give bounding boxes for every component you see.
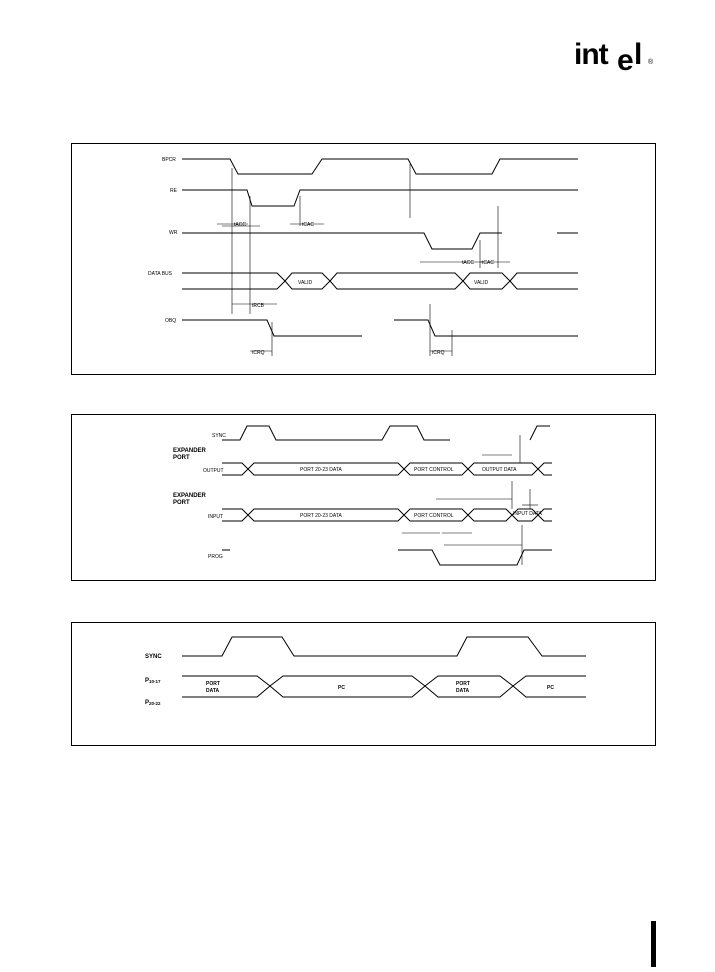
timing-label-tacc-2: tACC [462, 260, 474, 266]
signal-label-obq: OBQ [165, 318, 176, 324]
svg-text:PORT: PORT [173, 455, 190, 461]
waveform-re [182, 189, 578, 207]
svg-text:PORT: PORT [173, 500, 190, 506]
data-bus-valid-2: VALID [474, 280, 488, 286]
timing-label-tcrq-1: tCRQ [252, 350, 265, 356]
data-bus-valid-1: VALID [298, 280, 312, 286]
waveform-input-bus [222, 508, 249, 522]
waveform-bus [182, 675, 271, 698]
svg-text:l: l [634, 38, 642, 71]
page-edge-tab [651, 921, 656, 967]
signal-label-re: RE [170, 188, 178, 194]
input-port-control: PORT CONTROL [414, 513, 454, 519]
timing-label-tacc: tACC [234, 222, 246, 228]
signal-label-sync: SYNC [212, 433, 226, 439]
svg-text:DATA: DATA [206, 688, 220, 694]
signal-label-expander-port-2: EXPANDER [173, 493, 207, 499]
output-port-data: PORT 20-23 DATA [300, 467, 343, 473]
signal-label-p20-22: P20-22 [145, 700, 161, 706]
signal-label-p10-17: P10-17 [145, 678, 161, 684]
timing-label-tcac-1: tCAC [302, 222, 314, 228]
signal-label-prog: PROG [208, 554, 223, 560]
waveform-bpcr [182, 158, 578, 175]
signal-label-data-bus: DATA BUS [148, 271, 173, 277]
bus-pc-2: PC [547, 685, 554, 691]
svg-text:DATA: DATA [456, 688, 470, 694]
waveform-data-bus [182, 272, 286, 290]
signal-label-bpcr: BPCR [162, 157, 176, 163]
input-input-data: INPUT DATA [513, 511, 543, 517]
waveform-sync [222, 425, 450, 441]
timing-diagram-2-svg: SYNC EXPANDER PORT OUTPUT EXPANDER PORT … [173, 425, 552, 566]
waveform-obq [182, 319, 362, 337]
bus-port-data-2: PORT [456, 681, 470, 687]
waveform-sync [182, 636, 586, 657]
svg-text:int: int [574, 38, 609, 71]
svg-text:®: ® [648, 58, 654, 66]
timing-label-trcb: tRCB [252, 303, 265, 309]
signal-label-sync: SYNC [145, 654, 162, 660]
input-port-data: PORT 20-23 DATA [300, 513, 343, 519]
bus-port-data-1: PORT [206, 681, 220, 687]
timing-diagram-bus-read-write: BPCR RE WR DATA BUS OBQ VALID VALID [71, 143, 656, 375]
output-output-data: OUTPUT DATA [482, 467, 517, 473]
intel-logo-mark: int e l ® [574, 38, 654, 77]
waveform-output-bus [222, 462, 249, 476]
output-port-control: PORT CONTROL [414, 467, 454, 473]
waveform-wr [182, 232, 502, 250]
timing-diagram-1-svg: BPCR RE WR DATA BUS OBQ VALID VALID [148, 157, 578, 356]
signal-label-output: OUTPUT [203, 468, 224, 474]
signal-label-wr: WR [169, 230, 178, 236]
timing-diagram-expander-port: SYNC EXPANDER PORT OUTPUT EXPANDER PORT … [71, 414, 656, 581]
timing-diagram-3-svg: SYNC P10-17 P20-22 PORT DATA PC PORT DAT… [145, 636, 586, 706]
signal-label-input: INPUT [208, 514, 223, 520]
svg-text:e: e [617, 44, 634, 77]
timing-label-tcac-2: tCAC [482, 260, 494, 266]
signal-label-expander-port-1: EXPANDER [173, 448, 207, 454]
bus-pc-1: PC [338, 685, 345, 691]
intel-logo: int e l ® [570, 30, 660, 80]
timing-diagram-port-pc: SYNC P10-17 P20-22 PORT DATA PC PORT DAT… [71, 622, 656, 746]
timing-label-tcrq-2: tCRQ [432, 350, 445, 356]
